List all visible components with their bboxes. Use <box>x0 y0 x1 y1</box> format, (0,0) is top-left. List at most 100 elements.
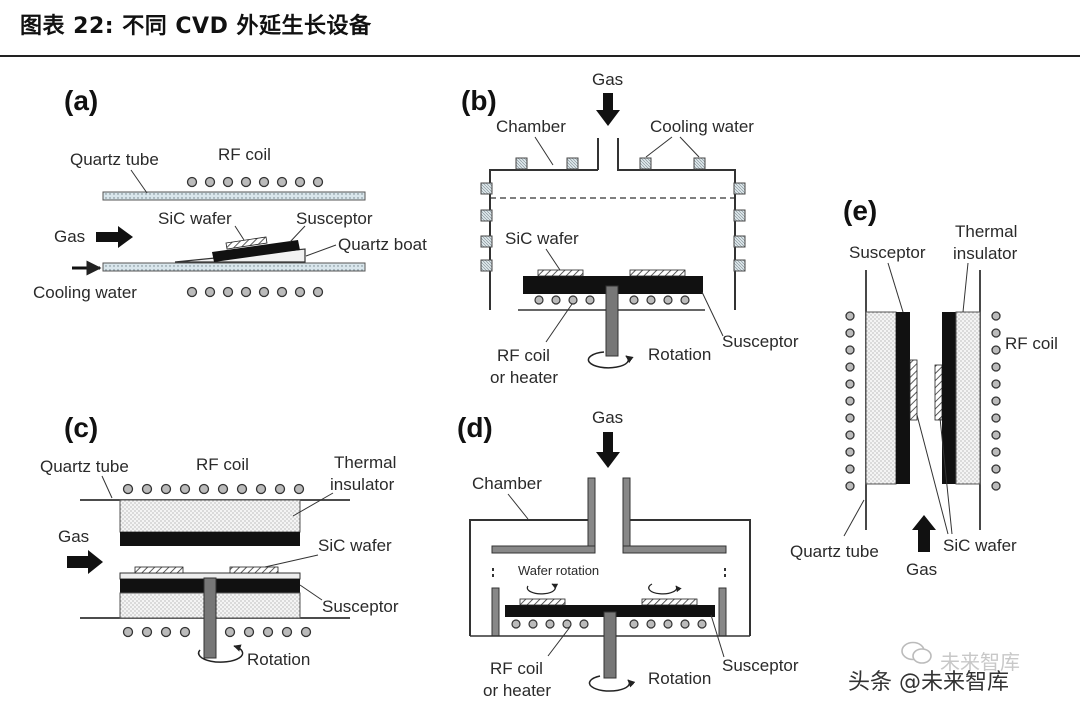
gas-arrow-c <box>67 550 103 574</box>
watermark-sub: 未来智库 <box>940 650 1020 674</box>
thermal-insulator-top-c <box>119 499 301 533</box>
label-rf-coil-a: RF coil <box>218 145 271 164</box>
leader-chamber-b <box>534 136 554 166</box>
rf-coil-b <box>534 295 690 305</box>
sic-wafer-left-e <box>909 359 918 421</box>
watermark-text: 头条 @未来智库 <box>848 670 1009 695</box>
leader-rf-coil-d <box>547 626 571 657</box>
leader-chamber-d <box>507 493 529 520</box>
label-sic-wafer-a: SiC wafer <box>158 209 232 228</box>
top-plate-right-d <box>622 545 727 554</box>
label-gas-c: Gas <box>58 527 89 546</box>
panel-d-tag: (d) <box>457 412 493 443</box>
sic-wafer-d-left <box>519 598 566 606</box>
label-wafer-rotation-d: Wafer rotation <box>518 563 599 578</box>
leader-sic-wafer-e-right <box>939 417 953 535</box>
label-rf-coil-b: RF coil <box>497 346 550 365</box>
label-or-heater-b: or heater <box>490 368 558 387</box>
label-quartz-tube-c: Quartz tube <box>40 457 129 476</box>
wafer-rotation-arrow-left-d <box>526 583 559 595</box>
label-quartz-tube-e: Quartz tube <box>790 542 879 561</box>
rf-coil-right-e <box>991 311 1001 491</box>
leader-quartz-tube-c <box>101 475 113 499</box>
label-thermal-e: Thermal <box>955 222 1017 241</box>
sic-wafer-c-left <box>134 566 184 574</box>
leader-quartz-boat-a <box>305 244 337 257</box>
label-susceptor-e: Susceptor <box>849 243 926 262</box>
shaft-d <box>603 611 617 679</box>
label-susceptor-d: Susceptor <box>722 656 799 675</box>
leader-susceptor-a <box>289 225 306 243</box>
label-susceptor-c: Susceptor <box>322 597 399 616</box>
sic-wafer-a <box>225 236 268 250</box>
label-gas-e: Gas <box>906 560 937 579</box>
figure-title: 图表 22: 不同 CVD 外延生长设备 <box>20 14 372 39</box>
thermal-insulator-right-e <box>955 311 981 485</box>
cooling-water-blocks-b <box>480 157 746 272</box>
leader-susceptor-c <box>299 584 323 601</box>
leader-cooling-right-b <box>679 136 700 158</box>
top-plate-left-d <box>491 545 596 554</box>
leader-insulator-e <box>962 262 969 313</box>
label-thermal-c: Thermal <box>334 453 396 472</box>
thermal-insulator-left-e <box>865 311 897 485</box>
susceptor-top-c <box>120 532 300 546</box>
label-susceptor-b: Susceptor <box>722 332 799 351</box>
inlet-wall-left-d <box>587 477 596 551</box>
rf-coil-left-e <box>845 311 855 491</box>
label-chamber-d: Chamber <box>472 474 542 493</box>
label-sic-wafer-c: SiC wafer <box>318 536 392 555</box>
gas-arrow-b <box>596 93 620 126</box>
rotation-arrow-c <box>197 644 244 663</box>
susceptor-right-e <box>942 312 956 484</box>
leader-quartz-tube-e <box>843 499 865 537</box>
gas-arrow-e <box>912 515 936 552</box>
label-sic-wafer-e: SiC wafer <box>943 536 1017 555</box>
gas-arrow-d <box>596 432 620 468</box>
shaft-b <box>605 285 619 357</box>
label-rf-coil-c: RF coil <box>196 455 249 474</box>
label-quartz-boat-a: Quartz boat <box>338 235 427 254</box>
label-susceptor-a: Susceptor <box>296 209 373 228</box>
susceptor-a <box>212 240 300 262</box>
label-quartz-tube-a: Quartz tube <box>70 150 159 169</box>
panel-c-tag: (c) <box>64 412 98 443</box>
leader-susceptor-b <box>701 291 724 337</box>
panel-c: (c) Quartz tube RF coil Thermal insulato… <box>40 412 399 669</box>
leader-sic-wafer-e-left <box>916 414 949 535</box>
leader-rf-coil-b <box>545 303 573 343</box>
panel-e-tag: (e) <box>843 195 877 226</box>
side-wall-left-d <box>491 587 500 637</box>
leader-quartz-tube-a <box>130 169 148 194</box>
leader-sic-wafer-a <box>234 225 245 241</box>
panel-b-tag: (b) <box>461 85 497 116</box>
label-rf-coil-d: RF coil <box>490 659 543 678</box>
rotation-arrow-b <box>587 351 634 369</box>
inlet-wall-right-d <box>622 477 631 551</box>
rf-coil-bottom <box>186 286 324 298</box>
shaft-c <box>203 577 217 659</box>
label-cooling-water-a: Cooling water <box>33 283 137 302</box>
leader-cooling-left-b <box>645 136 673 158</box>
side-wall-right-d <box>718 587 727 637</box>
leader-sic-wafer-c <box>264 554 319 568</box>
quartz-tube-bottom <box>102 262 366 272</box>
label-rotation-b: Rotation <box>648 345 711 364</box>
label-or-heater-d: or heater <box>483 681 551 700</box>
panel-a-tag: (a) <box>64 85 98 116</box>
label-cooling-water-b: Cooling water <box>650 117 754 136</box>
label-rotation-d: Rotation <box>648 669 711 688</box>
label-rotation-c: Rotation <box>247 650 310 669</box>
panel-b: (b) Gas Chamber Cooling water SiC waf <box>461 70 799 387</box>
label-rf-coil-e: RF coil <box>1005 334 1058 353</box>
susceptor-d <box>505 605 715 617</box>
panel-e: (e) Susceptor Thermal insulator RF coil … <box>790 195 1058 579</box>
leader-insulator-c <box>292 492 334 517</box>
sic-wafer-d-right <box>641 598 698 606</box>
sic-wafer-b-right <box>629 269 686 277</box>
sic-wafer-c-right <box>229 566 279 574</box>
susceptor-b <box>523 276 703 294</box>
wechat-icon <box>901 641 932 664</box>
sic-wafer-right-e <box>934 364 943 421</box>
